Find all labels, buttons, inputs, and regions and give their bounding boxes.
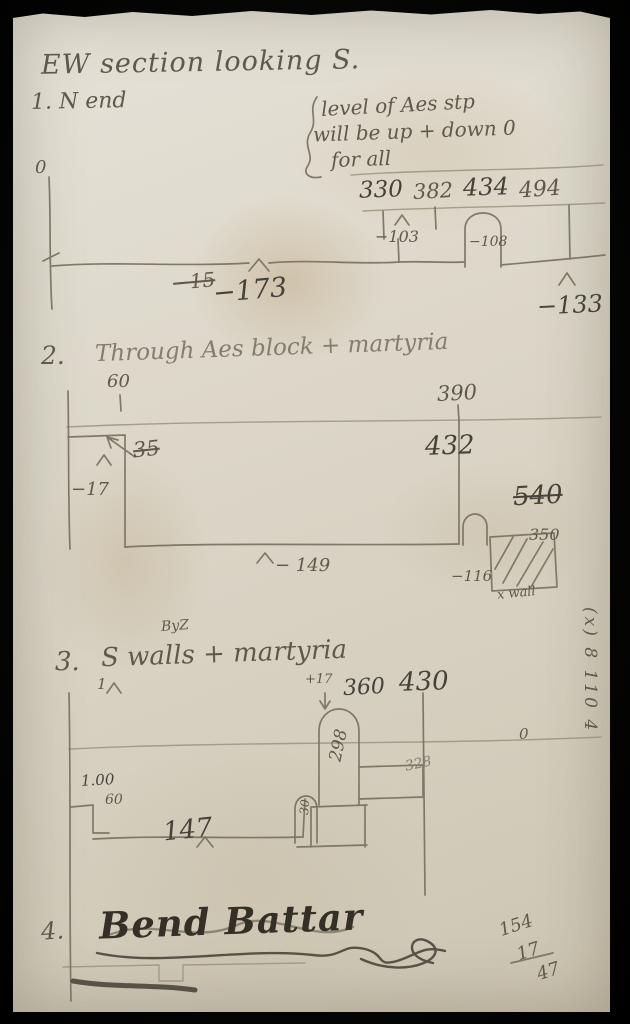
- section3-number: 3.: [55, 647, 80, 677]
- elevation-350: 350: [529, 525, 560, 544]
- zero-mark: 0: [519, 725, 529, 743]
- elevation-minus108: −108: [469, 234, 508, 250]
- paper-sheet: EW section looking S. 1. N end level of …: [13, 10, 610, 1012]
- elevation-1-00: 1.00: [80, 770, 115, 790]
- elevation-432: 432: [424, 430, 476, 462]
- elevation-147: 147: [161, 812, 215, 848]
- section1-label: 1. N end: [30, 88, 127, 115]
- rotated-margin-note: (x) 8 110 4: [580, 607, 600, 734]
- margin-note-line3: for all: [330, 145, 392, 173]
- faint-guide-lines: [62, 164, 606, 982]
- elevation-390: 390: [436, 379, 478, 407]
- elevation-minus17: −17: [71, 479, 109, 500]
- elevation-minus173: −173: [211, 271, 289, 310]
- elevation-30: 30: [297, 798, 313, 816]
- elevation-330: 330: [358, 176, 404, 204]
- elevation-494: 494: [518, 175, 562, 204]
- elevation-430: 430: [398, 666, 450, 698]
- elevation-minus149: − 149: [275, 555, 331, 576]
- elevation-minus103: −103: [375, 227, 419, 246]
- x-wall-label: x wall: [496, 584, 537, 603]
- signature-scrawl: Bend Battar: [98, 894, 365, 948]
- elevation-35-struck: 35: [131, 435, 161, 463]
- datum-zero-label: 0: [35, 157, 47, 178]
- page-title: EW section looking S.: [40, 44, 361, 81]
- elevation-360: 360: [342, 673, 386, 702]
- elevation-minus133: −133: [536, 289, 604, 321]
- elevation-382: 382: [412, 177, 454, 205]
- elevation-60: 60: [107, 371, 130, 392]
- elevation-540-struck: 540: [512, 479, 564, 513]
- signature-flourish: [70, 919, 447, 993]
- sub-mark-1: 1: [97, 675, 107, 693]
- elevation-minus15-struck: −15: [172, 267, 217, 295]
- elevation-60-b: 60: [105, 792, 123, 808]
- elevation-plus17: +17: [305, 672, 333, 687]
- margin-note-line2: will be up + down 0: [312, 115, 517, 147]
- section4-number: 4.: [40, 916, 65, 946]
- section-profile-lines: [42, 96, 606, 1002]
- byz-label: ByZ: [160, 617, 190, 635]
- pencil-sketch-lines: [42, 96, 606, 1002]
- elevation-434: 434: [462, 172, 510, 202]
- elevation-minus116: −116: [451, 567, 493, 585]
- section2-number: 2.: [41, 341, 65, 370]
